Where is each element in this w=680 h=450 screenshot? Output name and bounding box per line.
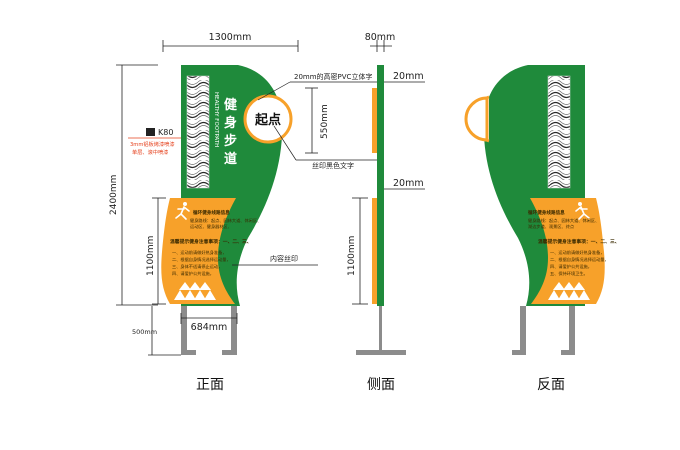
dim-panel-height-side: 1100mm [347, 197, 368, 305]
dim-panel-width-label: 684mm [191, 322, 228, 333]
back-left-foot [512, 350, 526, 355]
dim-width-top: 1300mm [162, 32, 299, 52]
back-right-leg [569, 306, 575, 354]
front-title: 健 身 步 道 [224, 97, 237, 167]
dim-panel-height-front: 1100mm [146, 197, 166, 305]
dim-width-top-label: 1300mm [209, 32, 252, 43]
back-triangle-logo [548, 282, 590, 300]
dim-panel-height-side-label: 1100mm [347, 236, 357, 276]
front-right-foot [222, 350, 237, 355]
material-note-line-2: 单层、滚中喷漆 [132, 148, 168, 156]
material-swatch [146, 128, 155, 136]
front-right-leg [231, 306, 237, 354]
material-note: K80 3mm铝板烤漆喷漆 单层、滚中喷漆 [128, 128, 181, 156]
front-view: HEALTHY FOOTPATH 健 身 步 道 起点 循环健身线路信息 健身路… [161, 65, 293, 355]
front-left-foot [181, 350, 196, 355]
dim-pvc-depth-bottom: 20mm [384, 178, 425, 190]
front-start-text: 起点 [254, 112, 281, 128]
side-base [356, 350, 406, 355]
back-view: 循环健身线路信息 健身路线：起点、园林大道、休闲区、 湖边步道、观景区、终点 温… [464, 65, 620, 355]
back-panel-line: 二、根据自身情况选择运动量， [550, 256, 609, 263]
front-panel-line: 一、运动前请做好热身准备， [172, 249, 226, 256]
back-orange-panel [530, 198, 605, 304]
dim-pvc-depth-top: 20mm [384, 71, 425, 83]
callout-content-silk: 内容丝印 [270, 254, 298, 263]
dim-pvc-depth-bottom-label: 20mm [393, 178, 424, 189]
back-panel-heading: 循环健身线路信息 [528, 209, 565, 216]
front-title-char: 步 [224, 133, 237, 149]
back-panel-line: 健身路线：起点、园林大道、休闲区、 [528, 217, 599, 224]
caption-front: 正面 [196, 377, 224, 393]
back-runner-icon [575, 202, 590, 220]
front-runner-icon [175, 202, 190, 220]
dim-circle-height: 550mm [305, 87, 330, 154]
dim-thickness: 80mm [365, 32, 396, 52]
back-panel-line: 一、运动前请做好热身准备， [550, 249, 604, 256]
side-panel [372, 198, 377, 304]
dim-leg-height: 500mm [132, 306, 181, 356]
side-view [356, 65, 406, 355]
dim-total-height: 2400mm [109, 64, 158, 306]
dim-pvc-depth-top-label: 20mm [393, 71, 424, 82]
front-leaf-strip [186, 75, 210, 189]
front-title-char: 道 [224, 151, 237, 167]
front-panel-heading: 循环健身线路信息 [193, 209, 230, 216]
callout-pvc-note: 20mm的高密PVC立体字 [294, 72, 372, 81]
front-title-char: 身 [224, 115, 237, 131]
back-panel-line: 湖边步道、观景区、终点 [528, 223, 574, 230]
back-right-foot [561, 350, 575, 355]
front-panel-line: 健身路线：起点、园林大道、休闲区、 [190, 217, 261, 224]
front-left-leg [181, 306, 187, 354]
front-panel-line: 四、请爱护公共设施， [172, 270, 214, 277]
back-start-circle-left [464, 96, 489, 142]
material-note-line-1: 3mm铝板烤漆喷漆 [130, 140, 175, 148]
dim-leg-height-label: 500mm [132, 328, 157, 336]
front-panel-line: 三、身体不适请停止运动， [172, 263, 222, 270]
dim-thickness-label: 80mm [365, 32, 396, 43]
dim-panel-width: 684mm [180, 313, 238, 333]
front-triangle-logo [174, 282, 216, 300]
back-panel-subheading: 温馨提示健身注意事项：一、二、三、 [538, 238, 620, 245]
side-pvc-top [372, 88, 377, 153]
front-panel-line: 二、根据自身情况选择运动量， [172, 256, 231, 263]
back-panel-line: 四、请爱护公共设施， [550, 263, 592, 270]
front-start-circle [243, 94, 293, 144]
material-code: K80 [158, 128, 173, 137]
callout-leaders [232, 81, 378, 266]
dim-total-height-label: 2400mm [109, 175, 119, 215]
front-orange-panel [161, 198, 236, 304]
callout-silk-black: 丝印黑色文字 [312, 161, 354, 170]
side-green-body [377, 65, 384, 306]
dim-circle-height-label: 550mm [320, 104, 330, 139]
front-english-text: HEALTHY FOOTPATH [213, 92, 219, 147]
back-left-leg [520, 306, 526, 354]
front-panel-subheading: 温馨提示健身注意事项：一、二、三、 [170, 238, 252, 245]
caption-side: 侧面 [367, 377, 395, 393]
front-title-char: 健 [224, 97, 237, 113]
back-leaf-strip [547, 75, 571, 189]
back-panel-line: 五、保持环境卫生。 [550, 270, 588, 277]
caption-back: 反面 [537, 377, 565, 393]
side-post [379, 306, 382, 352]
front-panel-line: 运动区、健身器材区、 [190, 223, 232, 230]
dim-panel-height-front-label: 1100mm [146, 236, 156, 276]
